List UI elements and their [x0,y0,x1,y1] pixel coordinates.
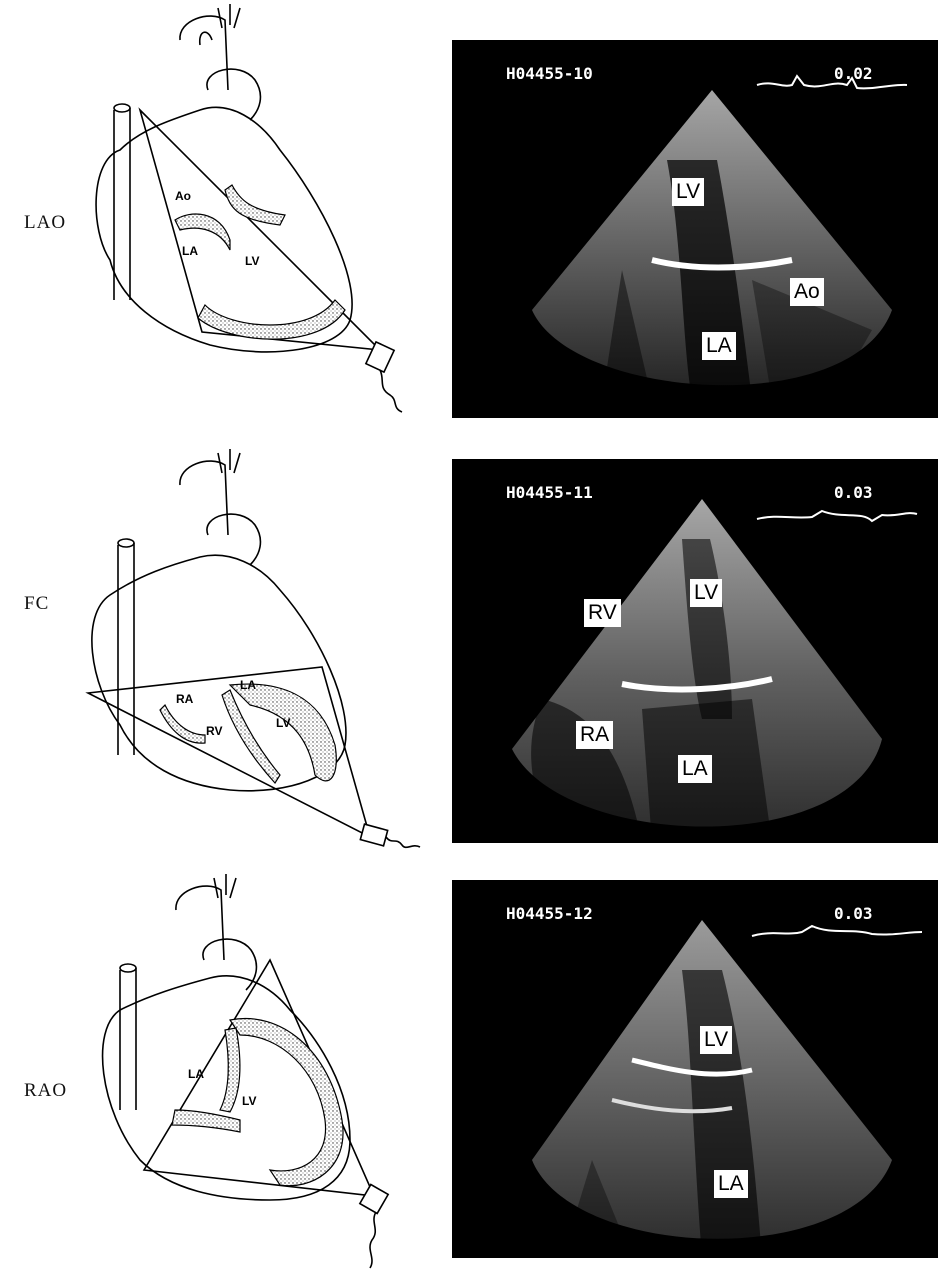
diagram-label-lv: LV [242,1094,256,1108]
echo-chamber-la: LA [714,1170,748,1198]
heart-diagram-lao: Ao LA LV [80,0,440,425]
echo-study-id-rao: H04455-12 [506,904,593,923]
echo-chamber-la: LA [702,332,736,360]
diagram-label-la: LA [182,244,198,258]
echo-value-lao: 0.02 [834,64,873,83]
echo-image-fc: H04455-11 0.03 LV RV RA LA [452,459,938,843]
diagram-label-la: LA [240,678,256,692]
diagram-label-la: LA [188,1067,204,1081]
echo-chamber-rv: RV [584,599,621,627]
echo-image-rao: H04455-12 0.03 LV LA [452,880,938,1258]
echo-chamber-lv: LV [700,1026,732,1054]
view-label-lao: LAO [24,212,66,234]
echo-image-lao: H04455-10 0.02 LV Ao LA [452,40,938,418]
panel-fc: FC RA LA RV LV [0,445,938,855]
heart-diagram-rao: LA LV [80,870,440,1273]
echo-chamber-ao: Ao [790,278,824,306]
diagram-label-lv: LV [245,254,259,268]
echo-value-rao: 0.03 [834,904,873,923]
echo-chamber-lv: LV [690,579,722,607]
panel-rao: RAO LA LV [0,870,938,1273]
echo-chamber-ra: RA [576,721,613,749]
echo-study-id-lao: H04455-10 [506,64,593,83]
view-label-rao: RAO [24,1080,67,1102]
diagram-label-rv: RV [206,724,222,738]
diagram-label-ra: RA [176,692,194,706]
echo-value-fc: 0.03 [834,483,873,502]
diagram-label-lv: LV [276,716,290,730]
panel-lao: LAO Ao LA LV [0,0,938,425]
echo-study-id-fc: H04455-11 [506,483,593,502]
view-label-fc: FC [24,593,49,615]
diagram-label-ao: Ao [175,189,191,203]
echo-chamber-la: LA [678,755,712,783]
heart-diagram-fc: RA LA RV LV [80,445,440,855]
echo-chamber-lv: LV [672,178,704,206]
